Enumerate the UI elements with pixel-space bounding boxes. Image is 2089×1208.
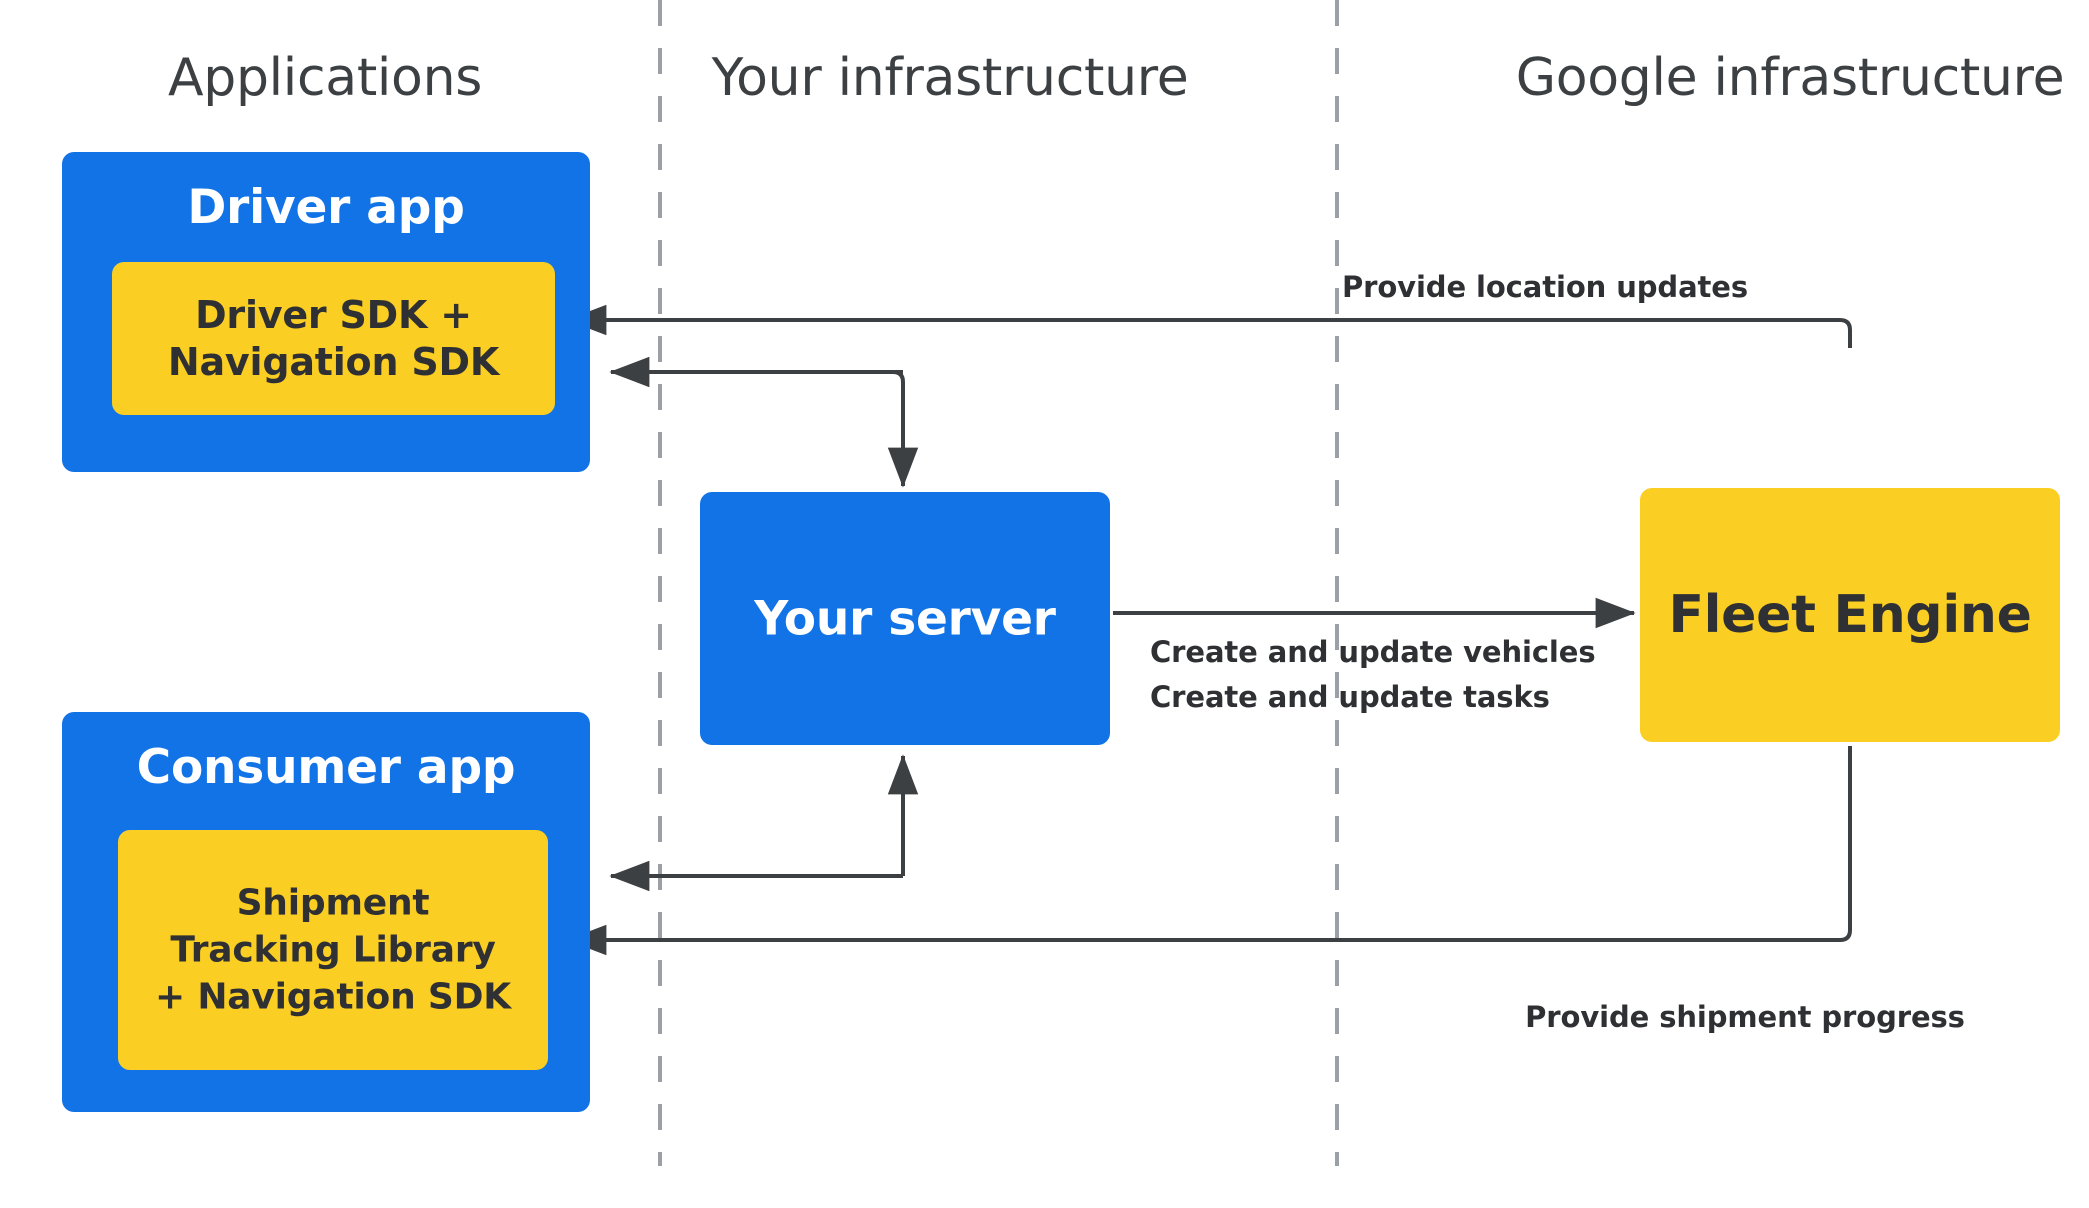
column-header-google-infrastructure: Google infrastructure <box>1515 48 2065 108</box>
edge-label-create-update: Create and update vehicles Create and up… <box>1150 630 1596 720</box>
driver-sdk-line-1: Driver SDK + <box>195 292 472 337</box>
node-consumer-sdk[interactable]: Shipment Tracking Library + Navigation S… <box>118 830 548 1070</box>
consumer-sdk-line-3: + Navigation SDK <box>155 976 511 1018</box>
edge-server-elbow-top <box>887 370 919 488</box>
consumer-app-title: Consumer app <box>136 740 516 795</box>
consumer-sdk-line-1: Shipment <box>236 882 430 924</box>
fleet-engine-label: Fleet Engine <box>1668 585 2032 645</box>
node-driver-app[interactable]: Driver app Driver SDK + Navigation SDK <box>62 152 590 472</box>
node-driver-sdk[interactable]: Driver SDK + Navigation SDK <box>112 262 555 415</box>
edge-label-create-update-tasks: Create and update tasks <box>1150 680 1550 714</box>
edge-shipment-progress <box>566 746 1852 956</box>
your-server-label: Your server <box>754 591 1056 646</box>
edge-location-updates <box>566 304 1852 348</box>
column-header-applications: Applications <box>167 48 483 108</box>
edge-label-create-update-vehicles: Create and update vehicles <box>1150 635 1596 669</box>
node-your-server[interactable]: Your server <box>700 492 1110 745</box>
edge-label-location-updates: Provide location updates <box>1341 270 1749 304</box>
driver-sdk-line-2: Navigation SDK <box>167 339 500 384</box>
driver-sdk-label: Driver SDK + Navigation SDK <box>112 292 555 386</box>
driver-app-title: Driver app <box>187 180 465 235</box>
consumer-sdk-label: Shipment Tracking Library + Navigation S… <box>118 880 548 1021</box>
node-consumer-app[interactable]: Consumer app Shipment Tracking Library +… <box>62 712 590 1112</box>
column-header-your-infrastructure: Your infrastructure <box>711 48 1189 108</box>
edge-label-shipment-progress: Provide shipment progress <box>1525 1000 1965 1034</box>
node-fleet-engine[interactable]: Fleet Engine <box>1640 488 2060 742</box>
consumer-sdk-line-2: Tracking Library <box>170 929 496 971</box>
